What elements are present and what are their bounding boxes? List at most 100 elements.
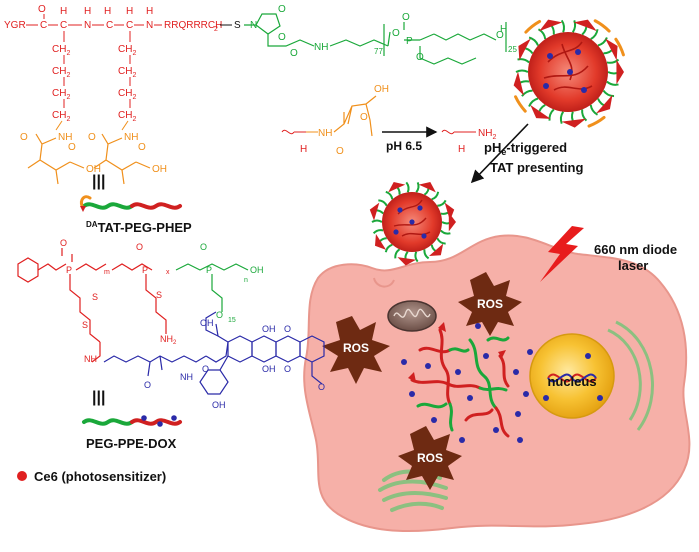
polymer1-label: DATAT-PEG-PHEP <box>86 220 192 235</box>
svg-text:O: O <box>336 146 344 157</box>
polymer2-label: PEG-PPE-DOX <box>86 436 177 451</box>
svg-text:CH2: CH2 <box>118 88 136 101</box>
svg-text:O: O <box>200 242 207 252</box>
svg-text:OH: OH <box>374 84 389 95</box>
svg-text:OH: OH <box>86 164 101 175</box>
svg-text:P: P <box>406 36 413 47</box>
svg-text:n: n <box>244 277 248 284</box>
svg-text:N: N <box>146 20 153 31</box>
dox-molecules <box>401 323 533 443</box>
peg-brush <box>394 248 401 259</box>
tat-arrowhead <box>418 181 436 193</box>
peg-brush <box>590 29 599 40</box>
svg-text:H: H <box>146 6 153 17</box>
svg-text:O: O <box>318 382 325 392</box>
peg-brush <box>528 97 539 107</box>
svg-text:OH: OH <box>212 400 226 410</box>
nucleus: nucleus <box>529 320 654 431</box>
svg-text:O: O <box>278 4 286 15</box>
tat-arrowhead <box>369 202 380 221</box>
peg-brush <box>559 111 565 124</box>
svg-text:15: 15 <box>228 317 236 324</box>
svg-text:H: H <box>500 24 507 35</box>
tat-arrowhead <box>605 38 618 61</box>
tat-arrowhead <box>573 19 597 32</box>
svg-text:NH: NH <box>124 132 138 143</box>
svg-text:S: S <box>156 290 162 300</box>
svg-text:O: O <box>38 4 46 15</box>
svg-text:P: P <box>142 265 148 275</box>
svg-text:H: H <box>300 144 307 155</box>
ros-label: ROS <box>417 451 443 465</box>
tat-arrowhead <box>561 118 587 128</box>
tat-arrowhead <box>539 19 563 32</box>
svg-text:RRQRRRCH: RRQRRRCH <box>164 20 222 31</box>
peg-brush <box>371 219 383 223</box>
peg-brush <box>560 19 566 33</box>
peg-brush <box>385 190 394 200</box>
peg-brush <box>581 109 588 122</box>
tat-arrowhead <box>397 257 417 266</box>
svg-text:P: P <box>206 265 212 275</box>
peg-brush <box>589 104 599 116</box>
maleic-mask-arc <box>514 95 527 113</box>
svg-text:C: C <box>126 20 133 31</box>
svg-text:x: x <box>166 269 170 276</box>
reaction-scheme: H NH O OH O pH 6.5 H NH2 <box>281 84 496 157</box>
svg-text:O: O <box>360 112 368 123</box>
svg-text:NH: NH <box>180 372 193 382</box>
svg-text:pHe-triggered: pHe-triggered <box>484 140 567 157</box>
svg-text:CH2: CH2 <box>118 44 136 57</box>
laser-label-line2: laser <box>618 258 648 273</box>
svg-text:H: H <box>126 6 133 17</box>
svg-text:NH: NH <box>314 42 328 53</box>
peg-brush <box>431 191 440 201</box>
equiv-symbol-1: ||| <box>92 173 105 190</box>
svg-text:CH2: CH2 <box>118 66 136 79</box>
svg-text:O: O <box>284 324 291 334</box>
ros-label: ROS <box>343 341 369 355</box>
peg-brush <box>378 199 388 207</box>
svg-text:O: O <box>60 238 67 248</box>
ce6-legend-text: Ce6 (photosensitizer) <box>34 469 166 484</box>
lysine-chain-left: CH2 CH2 CH2 CH2 NH <box>52 31 72 143</box>
svg-text:P: P <box>66 265 72 275</box>
svg-text:S: S <box>92 292 98 302</box>
svg-text:N: N <box>250 20 257 31</box>
svg-text:OH: OH <box>200 318 214 328</box>
svg-text:YGR: YGR <box>4 20 26 31</box>
svg-text:O: O <box>20 132 28 143</box>
svg-text:H: H <box>104 6 111 17</box>
svg-text:77: 77 <box>374 47 383 56</box>
benzene-ring <box>17 257 39 283</box>
tat-arrowhead <box>388 181 406 193</box>
peg-brush <box>602 89 615 98</box>
peg-brush <box>597 37 608 47</box>
svg-text:CH2: CH2 <box>52 44 70 57</box>
svg-text:25: 25 <box>508 45 517 54</box>
svg-text:S: S <box>234 20 241 31</box>
svg-text:CH2: CH2 <box>52 66 70 79</box>
peg-brush <box>528 36 539 46</box>
nanoparticle-bottom <box>369 181 456 266</box>
cell-membrane <box>303 234 691 532</box>
ros-burst-left: ROS <box>322 316 390 384</box>
peg-brush <box>537 28 547 40</box>
svg-text:O: O <box>416 52 424 63</box>
maleic-groups <box>27 133 151 185</box>
polymer2-chain-icon <box>82 418 182 426</box>
peg-brush <box>548 108 555 121</box>
svg-text:C: C <box>60 20 67 31</box>
peg-brush <box>571 20 577 33</box>
peg-brush <box>384 243 393 253</box>
structure-tat-peg-phep: YGR C O C H N H C H C H N H RRQRRRCH 2 S… <box>4 4 517 185</box>
svg-text:O: O <box>136 242 143 252</box>
tat-arrowhead <box>616 59 624 85</box>
svg-text:S: S <box>82 320 88 330</box>
tat-arrowhead <box>444 202 455 221</box>
svg-text:NH2: NH2 <box>160 334 177 346</box>
peg-brush <box>440 229 451 235</box>
released-polymers <box>408 322 510 438</box>
peg-brush <box>515 69 529 73</box>
